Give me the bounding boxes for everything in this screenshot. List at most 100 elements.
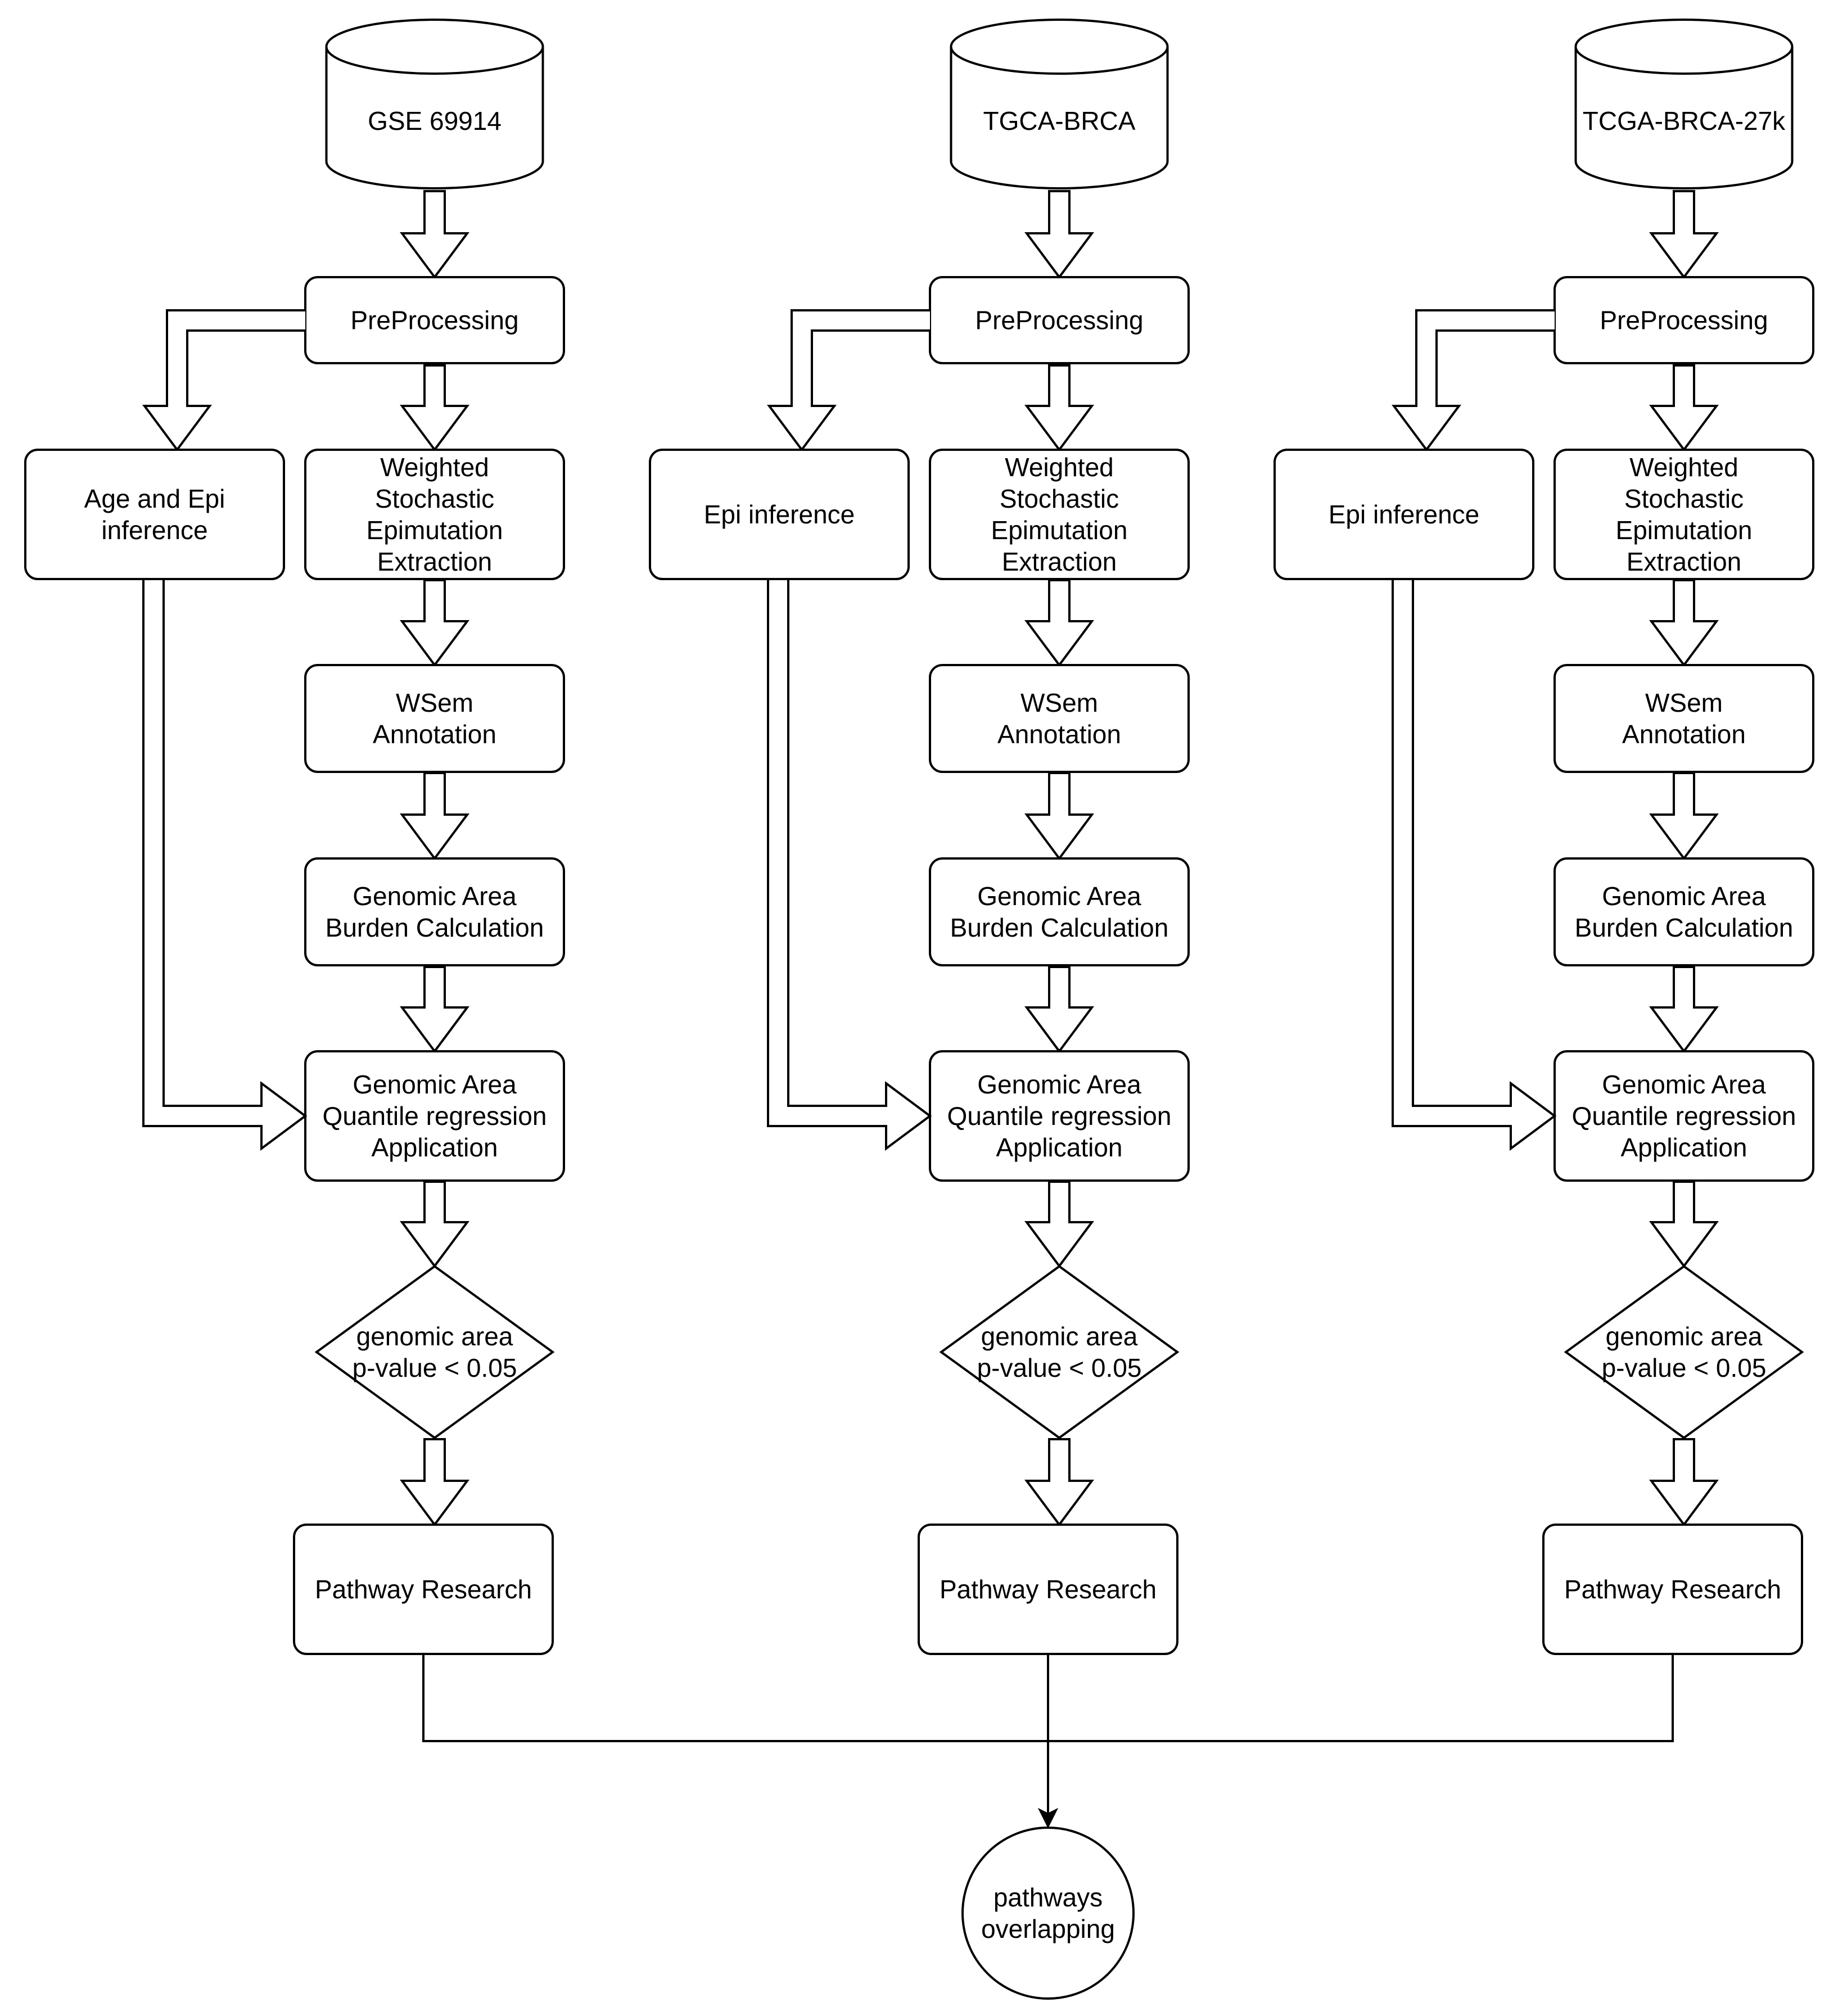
burden-calculation-box-label: Burden Calculation bbox=[1575, 913, 1794, 942]
wsem-extraction-box-label: Epimutation bbox=[991, 516, 1128, 545]
quantile-regression-box-label: Genomic Area bbox=[977, 1070, 1141, 1099]
wsem-annotation-box-label: WSem bbox=[396, 688, 473, 717]
inference-box bbox=[24, 449, 285, 580]
flow-arrow bbox=[400, 1181, 469, 1268]
branch-arrow bbox=[1392, 309, 1555, 452]
inference-box bbox=[649, 449, 910, 580]
preprocessing-box-label: PreProcessing bbox=[350, 306, 518, 335]
pvalue-decision-label: genomic area bbox=[356, 1322, 513, 1351]
wsem-annotation-box-label: Annotation bbox=[1622, 720, 1746, 749]
wsem-annotation-box bbox=[1553, 664, 1814, 773]
pvalue-decision-label: p-value < 0.05 bbox=[977, 1353, 1142, 1382]
flow-arrow bbox=[1024, 364, 1094, 452]
flow-arrow bbox=[1024, 579, 1094, 667]
wsem-annotation-box-label: Annotation bbox=[997, 720, 1121, 749]
pathway-research-box-label: Pathway Research bbox=[940, 1575, 1157, 1604]
arrowhead bbox=[1037, 1807, 1059, 1829]
wsem-extraction-box-label: Weighted bbox=[1005, 453, 1114, 482]
flow-arrow bbox=[1649, 1181, 1719, 1268]
wsem-extraction-box-label: Weighted bbox=[380, 453, 489, 482]
flow-arrow bbox=[1024, 190, 1094, 279]
burden-calculation-box-label: Genomic Area bbox=[353, 882, 517, 911]
pathway-research-box bbox=[918, 1524, 1178, 1655]
quantile-regression-box-label: Quantile regression bbox=[947, 1101, 1172, 1131]
wsem-extraction-box-label: Extraction bbox=[1627, 547, 1742, 576]
branch-arrow bbox=[142, 309, 305, 452]
wsem-extraction-box-label: Weighted bbox=[1629, 453, 1738, 482]
wsem-annotation-box bbox=[929, 664, 1190, 773]
pathway-research-box-label: Pathway Research bbox=[315, 1575, 532, 1604]
dataset-cylinder-rim bbox=[1574, 46, 1794, 75]
quantile-regression-box-label: Application bbox=[371, 1133, 498, 1162]
wsem-annotation-box-label: Annotation bbox=[373, 720, 496, 749]
flow-arrow bbox=[400, 772, 469, 861]
pathways-overlapping-label: overlapping bbox=[981, 1914, 1115, 1943]
wsem-extraction-box-label: Stochastic bbox=[1624, 484, 1744, 513]
flow-arrow bbox=[400, 579, 469, 667]
quantile-regression-box-label: Quantile regression bbox=[323, 1101, 547, 1131]
quantile-regression-box-label: Genomic Area bbox=[1602, 1070, 1766, 1099]
pvalue-decision bbox=[314, 1265, 555, 1439]
quantile-regression-box-label: Genomic Area bbox=[353, 1070, 517, 1099]
flow-arrow bbox=[1649, 579, 1719, 667]
inference-box-label: Age and Epi bbox=[84, 484, 225, 513]
pvalue-decision-label: p-value < 0.05 bbox=[353, 1353, 517, 1382]
quantile-regression-box-label: Application bbox=[1620, 1133, 1747, 1162]
dataset-cylinder-label: GSE 69914 bbox=[368, 106, 502, 135]
pathways-overlapping-circle bbox=[961, 1827, 1135, 2000]
wsem-extraction-box-label: Stochastic bbox=[1000, 484, 1119, 513]
dataset-cylinder bbox=[950, 19, 1169, 189]
flow-arrow bbox=[400, 1438, 469, 1527]
pvalue-decision-label: genomic area bbox=[981, 1322, 1138, 1351]
dataset-cylinder-rim bbox=[950, 46, 1169, 75]
pvalue-decision-label: genomic area bbox=[1606, 1322, 1763, 1351]
wsem-extraction-box-label: Stochastic bbox=[375, 484, 494, 513]
dataset-cylinder-rim bbox=[325, 46, 544, 75]
dataset-cylinder bbox=[1574, 19, 1794, 189]
burden-calculation-box-label: Genomic Area bbox=[977, 882, 1141, 911]
wsem-extraction-box-label: Epimutation bbox=[1616, 516, 1753, 545]
burden-calculation-box bbox=[929, 857, 1190, 966]
inference-box-label: Epi inference bbox=[1329, 500, 1480, 529]
pvalue-decision bbox=[939, 1265, 1180, 1439]
pathway-research-box bbox=[293, 1524, 554, 1655]
inference-box-label: Epi inference bbox=[704, 500, 855, 529]
flow-arrow bbox=[1024, 1181, 1094, 1268]
burden-calculation-box-label: Burden Calculation bbox=[950, 913, 1169, 942]
merge-arrow bbox=[142, 580, 308, 1151]
wsem-annotation-box-label: WSem bbox=[1645, 688, 1723, 717]
wsem-annotation-box-label: WSem bbox=[1020, 688, 1098, 717]
quantile-regression-box-label: Application bbox=[996, 1133, 1122, 1162]
flow-arrow bbox=[400, 966, 469, 1054]
merge-connectors bbox=[422, 1655, 1674, 1829]
pathway-research-box bbox=[1542, 1524, 1803, 1655]
wsem-annotation-box bbox=[304, 664, 565, 773]
burden-calculation-box bbox=[1553, 857, 1814, 966]
inference-box-label: inference bbox=[101, 516, 207, 545]
dataset-cylinder-label: TGCA-BRCA bbox=[983, 106, 1136, 135]
burden-calculation-box-label: Burden Calculation bbox=[326, 913, 544, 942]
dataset-cylinder-label: TCGA-BRCA-27k bbox=[1583, 106, 1786, 135]
merge-arrow bbox=[767, 580, 932, 1151]
flow-arrow bbox=[1649, 190, 1719, 279]
preprocessing-box-label: PreProcessing bbox=[975, 306, 1143, 335]
burden-calculation-box bbox=[304, 857, 565, 966]
flow-arrow bbox=[1649, 364, 1719, 452]
flow-arrow bbox=[1024, 966, 1094, 1054]
pvalue-decision-label: p-value < 0.05 bbox=[1602, 1353, 1767, 1382]
flow-arrow bbox=[400, 364, 469, 452]
preprocessing-box-label: PreProcessing bbox=[1600, 306, 1768, 335]
wsem-extraction-box-label: Extraction bbox=[1002, 547, 1117, 576]
flow-arrow bbox=[400, 190, 469, 279]
pvalue-decision bbox=[1564, 1265, 1804, 1439]
merge-arrow bbox=[1392, 580, 1557, 1151]
flow-arrow bbox=[1649, 772, 1719, 861]
pathway-research-box-label: Pathway Research bbox=[1564, 1575, 1781, 1604]
pathways-overlapping-label: pathways bbox=[993, 1883, 1103, 1912]
flow-arrow bbox=[1649, 966, 1719, 1054]
flow-arrow bbox=[1024, 772, 1094, 861]
branch-arrow bbox=[767, 309, 930, 452]
